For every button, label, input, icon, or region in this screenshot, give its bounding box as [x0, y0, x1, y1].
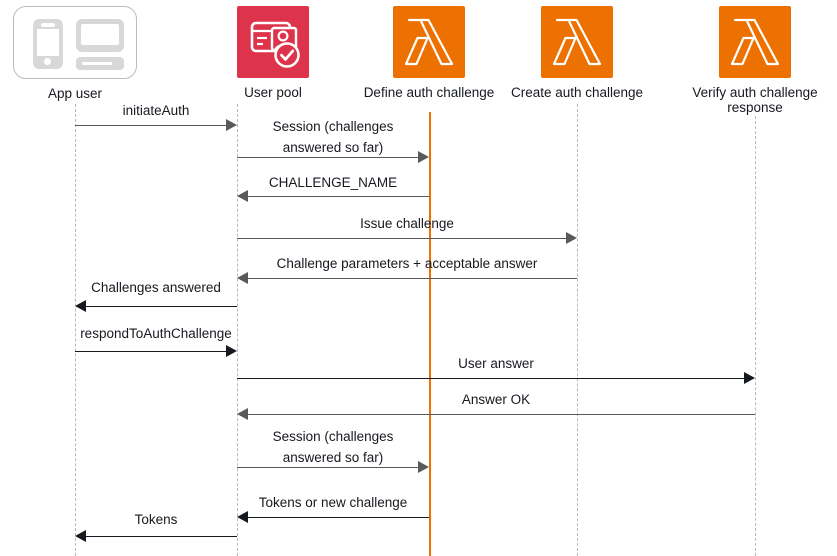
message-label-answer-ok: Answer OK [461, 392, 531, 407]
aws-lambda-icon [719, 6, 791, 78]
lifeline-create-auth-challenge [577, 104, 578, 556]
message-line-tokens [86, 536, 237, 537]
actor-label-app-user: App user [47, 86, 103, 101]
message-line-respond-to-auth-challenge [75, 351, 226, 352]
message-label-tokens: Tokens [134, 512, 178, 527]
actor-define-auth-challenge[interactable]: Define auth challenge [349, 6, 509, 100]
message-line-initiate-auth [75, 125, 226, 126]
message-line-answer-ok [248, 414, 755, 415]
arrow-head-respond-to-auth-challenge [226, 345, 237, 357]
message-line-challenge-parameters [248, 278, 577, 279]
actor-label-verify-auth-challenge-line2: response [727, 100, 783, 115]
keyboard-icon [76, 57, 124, 70]
actor-label-create-auth-challenge: Create auth challenge [510, 85, 644, 100]
message-label-initiate-auth: initiateAuth [122, 103, 190, 118]
arrow-head-session-1 [418, 151, 429, 163]
aws-lambda-icon [393, 6, 465, 78]
lifeline-user-pool [237, 104, 238, 556]
actor-app-user[interactable]: App user [13, 6, 137, 101]
arrow-head-tokens-or-new-challenge [237, 511, 248, 523]
message-label-challenge-name: CHALLENGE_NAME [268, 175, 398, 190]
arrow-head-user-answer [744, 372, 755, 384]
actor-label-user-pool: User pool [244, 85, 302, 100]
actor-create-auth-challenge[interactable]: Create auth challenge [497, 6, 657, 100]
message-line-user-answer [237, 378, 744, 379]
actor-verify-auth-challenge-response[interactable]: Verify auth challenge response [675, 6, 835, 115]
message-line-session-2 [237, 467, 418, 468]
message-label-respond-to-auth-challenge: respondToAuthChallenge [80, 326, 232, 341]
message-label-issue-challenge: Issue challenge [360, 216, 454, 231]
message-line-issue-challenge [237, 238, 566, 239]
message-line-tokens-or-new-challenge [248, 517, 429, 518]
actor-user-pool[interactable]: User pool [201, 6, 345, 100]
actor-label-verify-auth-challenge-line1: Verify auth challenge [692, 85, 818, 100]
message-line-challenge-name [248, 196, 429, 197]
lifeline-verify-auth-challenge [755, 116, 756, 556]
message-label-challenges-answered: Challenges answered [91, 280, 221, 295]
aws-lambda-icon [541, 6, 613, 78]
message-label-tokens-or-new-challenge: Tokens or new challenge [258, 495, 408, 510]
devices-icon [13, 6, 137, 79]
phone-speaker-bar [41, 23, 55, 27]
arrow-head-challenge-parameters [237, 272, 248, 284]
arrow-head-tokens [75, 530, 86, 542]
phone-icon [33, 19, 63, 69]
message-label-session-1-line1: Session (challenges [272, 119, 394, 134]
actor-label-define-auth-challenge: Define auth challenge [363, 85, 495, 100]
message-label-challenge-parameters: Challenge parameters + acceptable answer [276, 256, 538, 271]
message-label-session-2-line1: Session (challenges [272, 429, 394, 444]
arrow-head-initiate-auth [226, 119, 237, 131]
message-line-challenges-answered [86, 306, 237, 307]
monitor-icon [76, 19, 124, 52]
message-label-session-1-line2: answered so far) [282, 140, 384, 155]
user-pool-icon [237, 6, 309, 78]
lifeline-define-auth-challenge [429, 112, 431, 556]
message-label-session-2-line2: answered so far) [282, 450, 384, 465]
arrow-head-issue-challenge [566, 232, 577, 244]
lifeline-app-user [75, 104, 76, 556]
message-line-session-1 [237, 157, 418, 158]
arrow-head-session-2 [418, 461, 429, 473]
arrow-head-answer-ok [237, 408, 248, 420]
arrow-head-challenge-name [237, 190, 248, 202]
message-label-user-answer: User answer [458, 356, 534, 371]
arrow-head-challenges-answered [75, 300, 86, 312]
